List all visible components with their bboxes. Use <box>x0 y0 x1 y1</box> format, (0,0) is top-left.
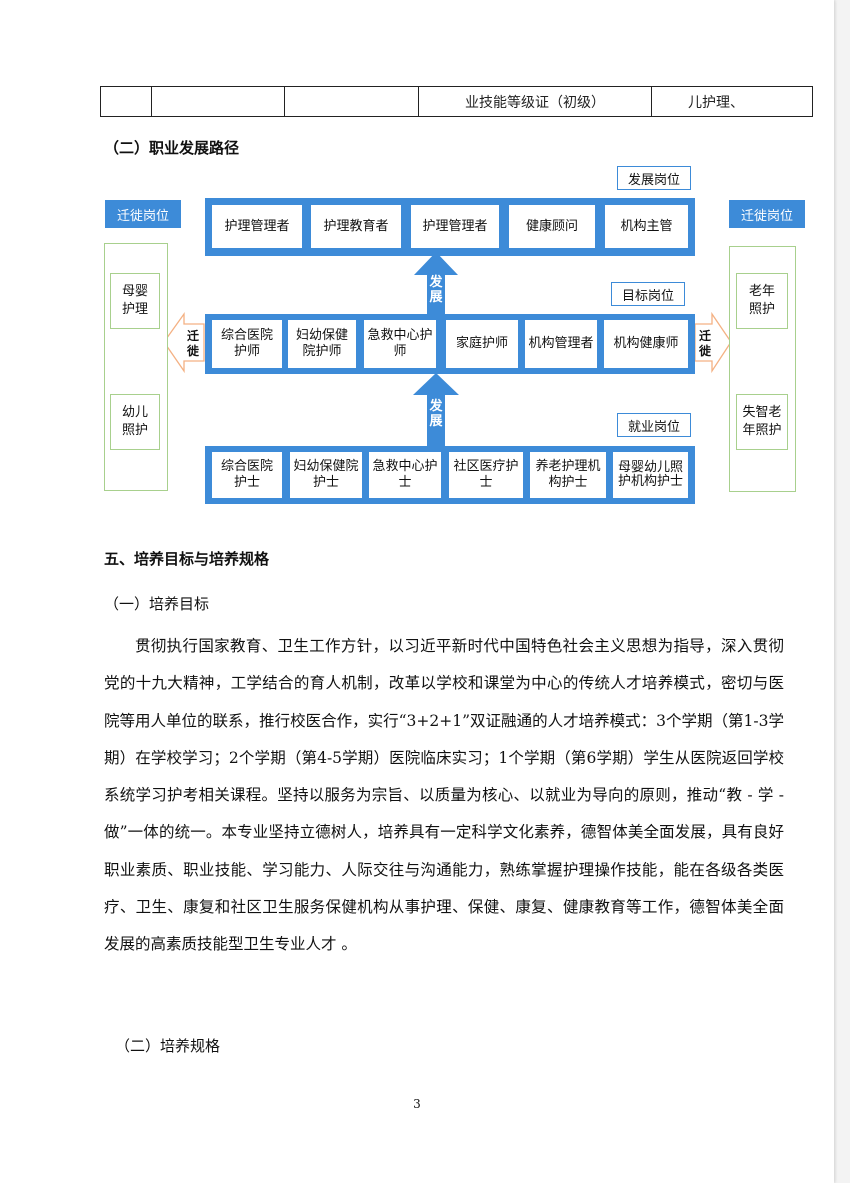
development-position: 健康顾问 <box>509 205 595 248</box>
employment-position: 急救中心护士 <box>369 452 441 498</box>
employment-position: 综合医院护士 <box>212 452 282 498</box>
development-arrow-label-lower: 发展 <box>429 399 443 429</box>
table-cell <box>100 86 152 117</box>
development-positions-label: 发展岗位 <box>617 166 691 190</box>
right-migration-position: 失智老年照护 <box>736 394 788 450</box>
development-arrow-label-upper: 发展 <box>429 275 443 305</box>
target-positions-label: 目标岗位 <box>611 282 685 306</box>
table-cell: 业技能等级证（初级） <box>418 86 652 117</box>
target-position: 机构管理者 <box>525 320 597 368</box>
migration-arrow-label-right: 迁徙 <box>698 329 711 358</box>
goal-paragraph: 贯彻执行国家教育、卫生工作方针，以习近平新时代中国特色社会主义思想为指导，深入贯… <box>104 637 784 954</box>
qualification-table: 业技能等级证（初级） 儿护理、 <box>100 86 813 117</box>
section-title-career-path: （二）职业发展路径 <box>104 139 240 157</box>
page-number: 3 <box>413 1097 421 1111</box>
development-position: 护理教育者 <box>311 205 401 248</box>
table-cell <box>284 86 419 117</box>
table-cell: 儿护理、 <box>651 86 813 117</box>
target-position: 家庭护师 <box>446 320 518 368</box>
employment-position: 社区医疗护士 <box>449 452 523 498</box>
target-position: 妇幼保健院护师 <box>288 320 356 368</box>
left-migration-position: 幼儿照护 <box>110 394 160 450</box>
subsection-title-goals: （一）培养目标 <box>104 595 210 613</box>
migration-arrow-label-left: 迁徙 <box>186 329 199 358</box>
employment-position: 妇幼保健院护士 <box>290 452 362 498</box>
development-position: 护理管理者 <box>212 205 302 248</box>
development-position: 机构主管 <box>605 205 688 248</box>
target-position: 综合医院护师 <box>212 320 282 368</box>
migration-positions-label-left: 迁徙岗位 <box>105 200 181 228</box>
section-title-training-goals: 五、培养目标与培养规格 <box>104 550 270 568</box>
employment-position: 母婴幼儿照护机构护士 <box>613 452 688 498</box>
target-position: 机构健康师 <box>604 320 688 368</box>
employment-position: 养老护理机构护士 <box>530 452 606 498</box>
migration-positions-label-right: 迁徙岗位 <box>729 200 805 228</box>
employment-positions-label: 就业岗位 <box>617 413 691 437</box>
development-position: 护理管理者 <box>411 205 499 248</box>
table-row: 业技能等级证（初级） 儿护理、 <box>100 86 813 117</box>
left-migration-position: 母婴护理 <box>110 273 160 329</box>
target-position: 急救中心护师 <box>364 320 436 368</box>
table-cell <box>151 86 285 117</box>
subsection-title-specifications: （二）培养规格 <box>115 1037 221 1055</box>
right-migration-position: 老年照护 <box>736 273 788 329</box>
